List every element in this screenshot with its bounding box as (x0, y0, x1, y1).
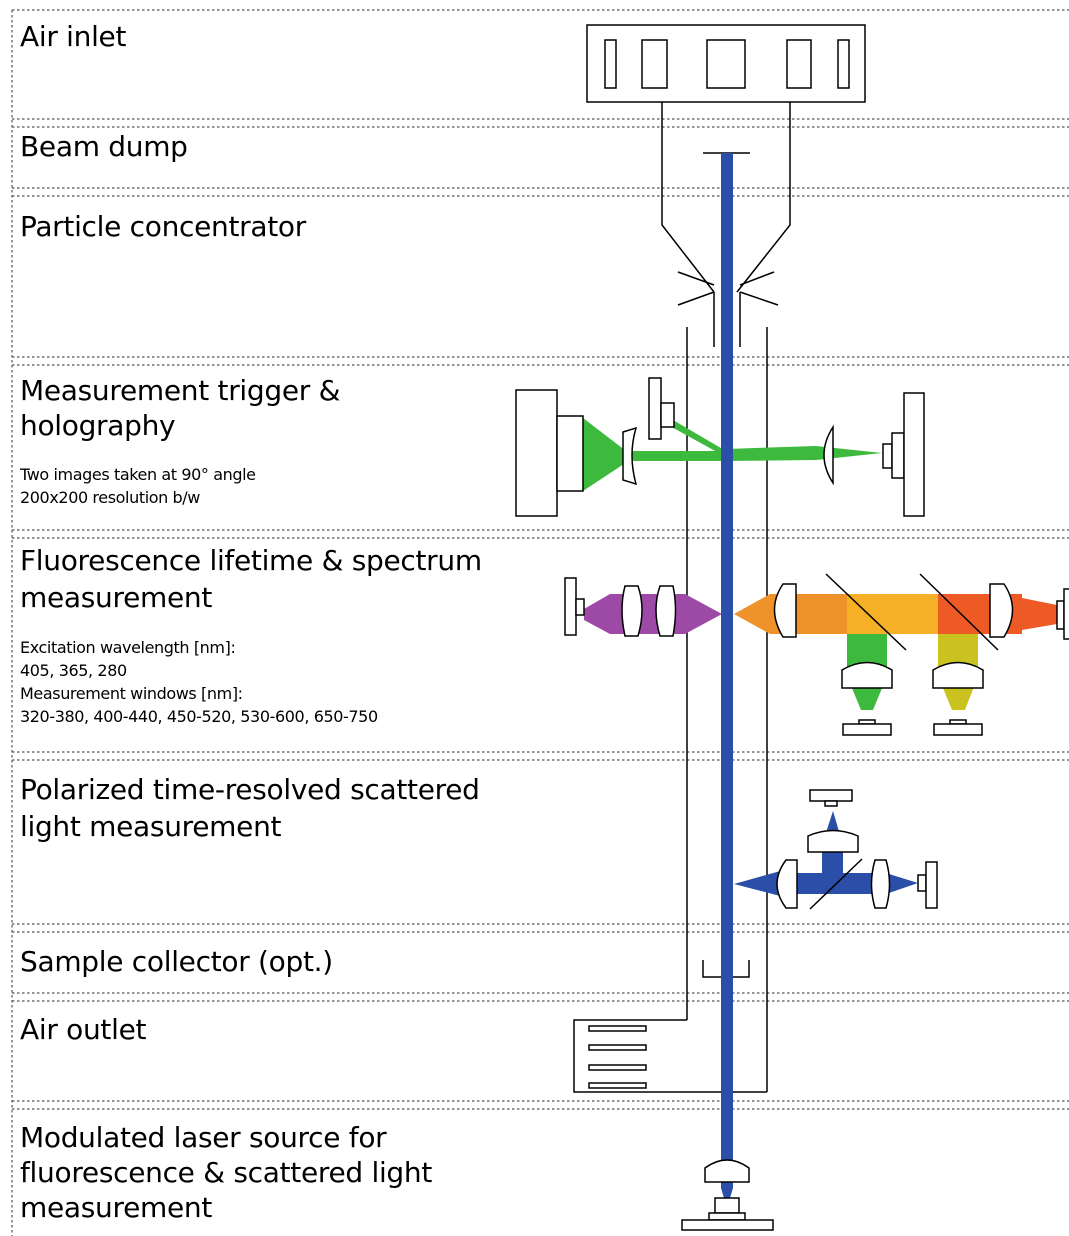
holography-camera-right (903, 392, 925, 517)
section-title-air-outlet: Air outlet (20, 1013, 147, 1046)
scatter-detector-top-sensor (824, 800, 838, 807)
inlet-slot (837, 39, 850, 89)
outlet-vent (588, 1025, 647, 1032)
section-note-holography: Two images taken at 90° angle (20, 465, 256, 484)
scatter-detector-right (925, 861, 938, 909)
laser-diode (714, 1197, 740, 1214)
laser-diode-mount (708, 1212, 746, 1221)
excitation-detector-sensor (575, 598, 585, 616)
holography-lens-right (823, 424, 834, 486)
section-title-laser-source: fluorescence & scattered light (20, 1156, 433, 1189)
section-title-laser-source: Modulated laser source for (20, 1121, 387, 1154)
dichroic-mirror (825, 573, 907, 651)
concentrator-wall-right (736, 102, 791, 293)
outlet-vent (588, 1064, 647, 1071)
section-note-fluorescence: 405, 365, 280 (20, 661, 127, 680)
holography-camera (515, 389, 558, 517)
scatter-lens-left (776, 859, 798, 909)
outlet-vent (588, 1082, 647, 1089)
inlet-slot (706, 39, 746, 89)
particle-concentrator-nozzle (677, 271, 779, 347)
scatter-lens-top (807, 829, 859, 853)
section-title-polarized-scatter: Polarized time-resolved scattered (20, 773, 480, 806)
excitation-lens (621, 585, 643, 637)
section-note-holography: 200x200 resolution b/w (20, 488, 200, 507)
section-title-trigger-holography: holography (20, 409, 176, 442)
holography-camera-sensor (556, 415, 584, 492)
section-note-fluorescence: Measurement windows [nm]: (20, 684, 243, 703)
section-title-particle-concentrator: Particle concentrator (20, 210, 306, 243)
holography-camera-right-sensor (891, 432, 905, 479)
spectrometer-detector-sensor (1056, 600, 1065, 630)
laser-base (681, 1219, 774, 1231)
inlet-slot (604, 39, 617, 89)
section-title-air-inlet: Air inlet (20, 20, 127, 53)
air-outlet-housing (573, 1019, 767, 1093)
section-note-fluorescence: 320-380, 400-440, 450-520, 530-600, 650-… (20, 707, 378, 726)
laser-source (681, 1159, 774, 1231)
holography-camera-right-sensor (882, 443, 893, 469)
section-dividers (11, 9, 1069, 1236)
air-inlet-housing (586, 24, 866, 103)
dichroic-mirror (919, 573, 999, 651)
spectrometer-lens (773, 583, 797, 638)
inlet-slot (786, 39, 812, 89)
filter-lens-olive (932, 661, 984, 689)
polarizing-beamsplitter (809, 858, 863, 910)
inlet-slot (641, 39, 668, 89)
scatter-optics (734, 789, 938, 910)
spectrometer-detector (1063, 588, 1069, 640)
filter-lens-green (841, 661, 893, 689)
scatter-detector-right-sensor (917, 874, 927, 892)
section-title-fluorescence: Fluorescence lifetime & spectrum (20, 544, 482, 577)
laser-beam (721, 153, 733, 1188)
excitation-detector (564, 577, 577, 636)
section-title-sample-collector: Sample collector (opt.) (20, 945, 333, 978)
section-title-laser-source: measurement (20, 1191, 213, 1224)
section-title-polarized-scatter: light measurement (20, 810, 282, 843)
section-note-fluorescence: Excitation wavelength [nm]: (20, 638, 236, 657)
section-title-beam-dump: Beam dump (20, 130, 188, 163)
trigger-detector (648, 377, 662, 440)
spectrometer-lens (989, 583, 1014, 638)
scatter-detector-top (809, 789, 853, 802)
detector-green (842, 723, 892, 736)
trigger-detector-sensor (660, 402, 675, 428)
holography-optics (515, 377, 925, 517)
detector-olive (933, 723, 983, 736)
concentrator-wall-left (661, 102, 715, 293)
fluorescence-optics (564, 573, 1069, 736)
laser-lens (704, 1159, 750, 1183)
outlet-vent (588, 1044, 647, 1051)
holography-lens (622, 426, 638, 486)
excitation-lens (655, 585, 677, 637)
section-title-fluorescence: measurement (20, 581, 213, 614)
scatter-lens-right (870, 859, 891, 909)
section-title-trigger-holography: Measurement trigger & (20, 374, 341, 407)
